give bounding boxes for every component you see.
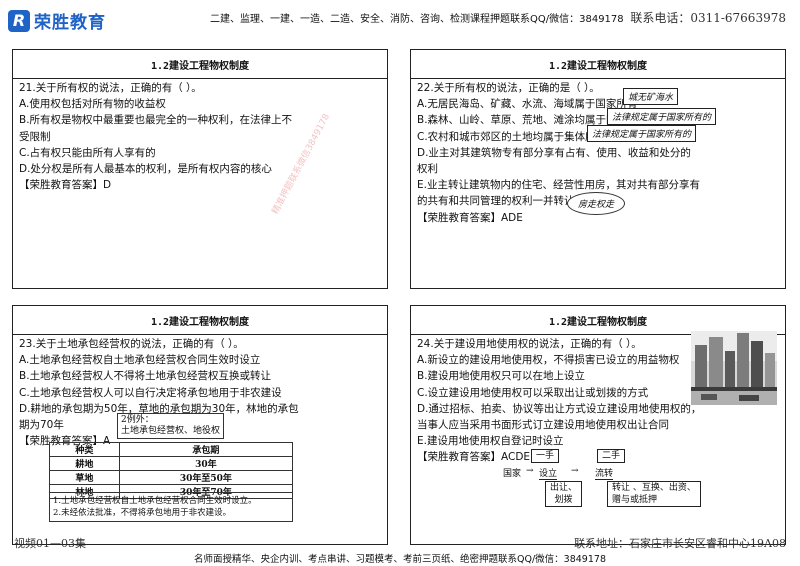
option-line: B.建设用地使用权只可以在地上设立	[417, 370, 586, 383]
handwritten-exception-note: 2例外： 土地承包经营权、地役权	[117, 413, 225, 439]
page-header: R 荣胜教育 二建、监理、一建、一造、二造、安全、消防、咨询、检测课程押题联系Q…	[0, 0, 800, 36]
table-header-cell: 种类	[49, 442, 120, 457]
diagram-arrow: →	[571, 466, 579, 476]
handwritten-note: 法律规定属于国家所有的	[587, 125, 697, 142]
footer-promo-text: 名师面授精华、央企内训、考点串讲、习题模考、考前三页纸、绝密押题联系QQ/微信：…	[194, 554, 606, 565]
city-skyline-image	[691, 331, 777, 405]
handwritten-note: 城无矿海水	[623, 88, 679, 105]
panel-body: 23.关于土地承包经营权的说法，正确的有（ ）。 A.土地承包经营权自土地承包经…	[19, 336, 381, 449]
diagram-party-label: 国家	[503, 469, 522, 479]
question-stem: 22.关于所有权的说法，正确的是（ ）。	[417, 82, 600, 94]
panel-title: 1.2建设工程物权制度	[411, 313, 785, 335]
panel-body: 22.关于所有权的说法，正确的是（ ）。 A.无居民海岛、矿藏、水流、海域属于国…	[417, 80, 779, 226]
option-line: D.耕地的承包期为50年，草地的承包期为30年，林地的承包	[19, 402, 299, 415]
option-line: A.无居民海岛、矿藏、水流、海域属于国家所有	[417, 98, 638, 111]
diagram-circulate-label: 流转	[595, 466, 614, 480]
handwritten-note: 法律规定属于国家所有的	[607, 108, 717, 125]
option-line: B.所有权是物权中最重要也最完全的一种权利，在法律上不	[19, 114, 293, 127]
contract-term-table: 种类 承包期 耕地 30年 草地 30年至50年 林地 30年至70年	[49, 442, 294, 499]
method-line: 赠与或抵押	[612, 495, 658, 505]
table-header-row: 种类 承包期	[49, 442, 294, 457]
logo-icon: R	[8, 9, 30, 32]
option-line: C.设立建设用地使用权可以采取出让或划拨的方式	[417, 386, 649, 399]
circulate-methods-box: 转让 、互换、出资、 赠与或抵押	[607, 481, 701, 507]
diagram-setup-label: 设立	[539, 466, 558, 480]
table-cell: 30年	[118, 456, 294, 471]
option-line: A.土地承包经营权自土地承包经营权合同生效时设立	[19, 354, 261, 367]
method-line: 出让、	[550, 483, 578, 493]
table-cell: 30年至50年	[118, 470, 294, 485]
question-stem: 23.关于土地承包经营权的说法，正确的有（ ）。	[19, 338, 244, 350]
option-line: 当事人应当采用书面形式订立建设用地使用权出让合同	[417, 419, 669, 432]
setup-methods-box: 出让、 划拨	[545, 481, 583, 507]
option-line: C.农村和城市郊区的土地均属于集体所有	[417, 130, 607, 143]
table-row: 耕地 30年	[49, 456, 294, 471]
method-line: 转让 、互换、出资、	[612, 483, 696, 493]
table-row: 林地 30年至70年	[49, 484, 294, 499]
option-line: B.森林、山岭、草原、荒地、滩涂均属于国家所有	[417, 114, 649, 127]
option-line: A.使用权包括对所有物的收益权	[19, 98, 166, 111]
footer-video-label: 视频01—03集	[14, 537, 86, 550]
panel-body: 24.关于建设用地使用权的说法，正确的有（ ）。 A.新设立的建设用地使用权，不…	[417, 336, 779, 466]
footer-address: 联系地址：石家庄市长安区睿和中心19A08	[574, 537, 786, 550]
table-note-line: 2.未经依法批准，不得将承包地用于非农建设。	[53, 508, 232, 518]
option-line: E.业主转让建筑物内的住宅、经营性用房，其对共有部分享有	[417, 179, 700, 192]
option-line: B.土地承包经营权人不得将土地承包经营权互换或转让	[19, 370, 272, 383]
option-line: 的共有和共同管理的权利一并转让	[417, 195, 575, 208]
table-note-line: 1.土地承包经营权自土地承包经营权合同生效时设立。	[53, 496, 257, 506]
table-notes: 1.土地承包经营权自土地承包经营权合同生效时设立。 2.未经依法批准，不得将承包…	[49, 492, 293, 522]
option-line: A.新设立的建设用地使用权，不得损害已设立的用益物权	[417, 354, 680, 367]
option-line: E.建设用地使用权自登记时设立	[417, 435, 564, 448]
answer-line: 【荣胜教育答案】ADE	[417, 211, 523, 224]
option-line: D.通过招标、拍卖、协议等出让方式设立建设用地使用权的，	[417, 402, 702, 415]
option-line: 权利	[417, 163, 438, 176]
secondary-market-box: 二手	[597, 449, 626, 463]
note-line: 土地承包经营权、地役权	[121, 426, 221, 436]
table-cell: 30年至70年	[118, 484, 294, 499]
option-line: 受限制	[19, 130, 51, 143]
slide-panel-q23: 1.2建设工程物权制度 23.关于土地承包经营权的说法，正确的有（ ）。 A.土…	[12, 305, 388, 545]
answer-line: 【荣胜教育答案】ACDE	[417, 451, 531, 464]
panel-title: 1.2建设工程物权制度	[411, 57, 785, 79]
header-courses-text: 二建、监理、一建、一造、二造、安全、消防、咨询、检测课程押题联系QQ/微信：38…	[210, 14, 624, 25]
logo-text: 荣胜教育	[34, 13, 106, 33]
question-stem: 24.关于建设用地使用权的说法，正确的有（ ）。	[417, 338, 642, 350]
option-line: 期为70年	[19, 419, 64, 432]
panel-title: 1.2建设工程物权制度	[13, 313, 387, 335]
note-line: 2例外：	[121, 415, 154, 425]
handwritten-cloud-note: 房走权走	[567, 192, 626, 215]
table-cell: 草地	[49, 470, 120, 485]
panel-title: 1.2建设工程物权制度	[13, 57, 387, 79]
slide-panel-q22: 1.2建设工程物权制度 22.关于所有权的说法，正确的是（ ）。 A.无居民海岛…	[410, 49, 786, 289]
slide-panel-q24: 1.2建设工程物权制度 24.关于建设用地使用权的说法，正确的有（ ）。 A.新…	[410, 305, 786, 545]
option-line: C.土地承包经营权人可以自行决定将承包地用于非农建设	[19, 386, 282, 399]
option-line: D.处分权是所有人最基本的权利，是所有权内容的核心	[19, 163, 272, 176]
table-cell: 耕地	[49, 456, 120, 471]
header-phone: 联系电话：0311-67663978	[630, 11, 786, 25]
brand-logo: R 荣胜教育	[8, 8, 106, 33]
table-row: 草地 30年至50年	[49, 470, 294, 485]
option-line: D.业主对其建筑物专有部分享有占有、使用、收益和处分的	[417, 146, 691, 159]
method-line: 划拨	[554, 495, 573, 505]
primary-market-box: 一手	[531, 449, 560, 463]
slide-panel-q21: 1.2建设工程物权制度 21.关于所有权的说法，正确的有（ ）。 A.使用权包括…	[12, 49, 388, 289]
diagram-arrow: →	[526, 466, 534, 476]
answer-line: 【荣胜教育答案】D	[19, 179, 112, 192]
table-header-cell: 承包期	[118, 442, 294, 457]
option-line: C.占有权只能由所有人享有的	[19, 146, 156, 159]
question-stem: 21.关于所有权的说法，正确的有（ ）。	[19, 82, 202, 94]
panel-body: 21.关于所有权的说法，正确的有（ ）。 A.使用权包括对所有物的收益权 B.所…	[19, 80, 381, 193]
